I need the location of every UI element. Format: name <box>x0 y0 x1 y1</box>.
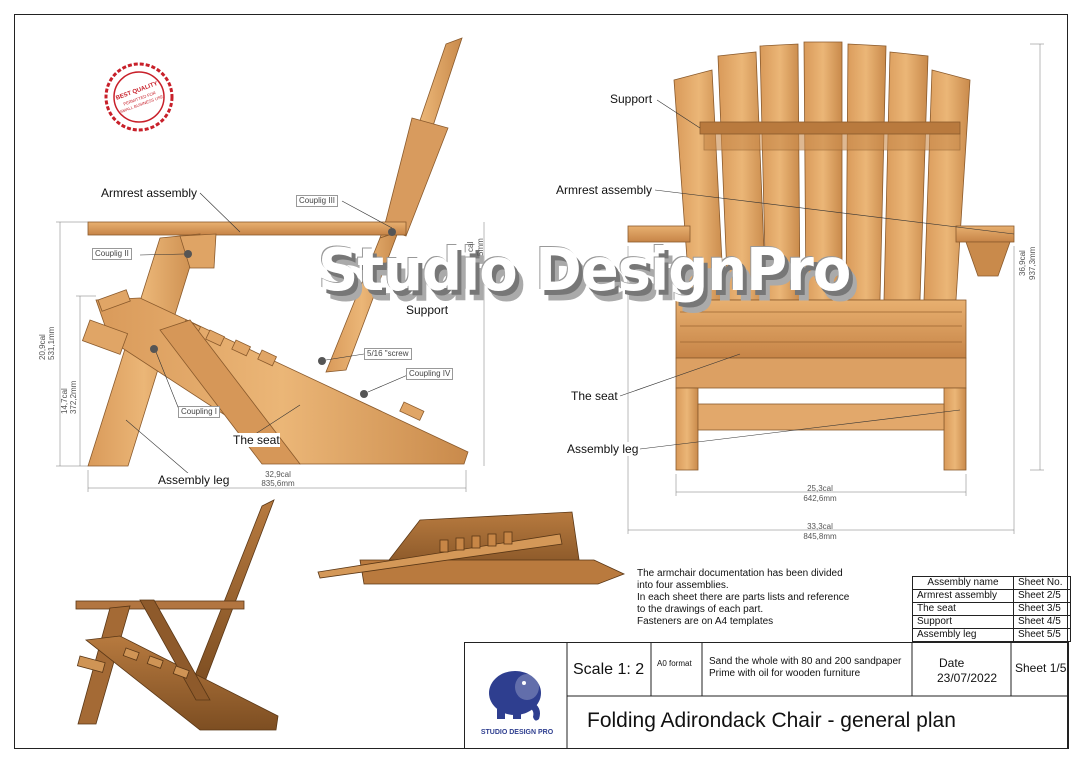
dim-front-inner-width: 25,3cal <box>807 484 833 493</box>
dim-front-inner-width-mm: 642,6mm <box>803 494 837 503</box>
label-armrest-assembly-front: Armrest assembly <box>556 183 653 197</box>
sheet-number: Sheet 1/5 <box>1015 661 1067 675</box>
watermark: Studio DesignPro <box>318 236 851 305</box>
header-sheet-no: Sheet No. <box>1013 576 1071 590</box>
label-support-front: Support <box>610 92 653 106</box>
instructions-text: Sand the whole with 80 and 200 sandpaper… <box>709 656 902 679</box>
label-coupling-iv: Coupling IV <box>406 368 454 380</box>
logo-text: STUDIO DESIGN PRO <box>480 729 554 736</box>
side-view-drawing <box>81 37 469 467</box>
dim-side-height-total: 20,9cal 531,1mm <box>38 326 56 360</box>
dim-front-outer-width: 33,3cal <box>807 522 833 531</box>
label-coupling-ii: Couplig II <box>92 248 132 260</box>
label-armrest-assembly-side: Armrest assembly <box>101 186 198 200</box>
scale-text: Scale 1: 2 <box>573 661 645 678</box>
label-support-side: Support <box>406 303 449 317</box>
label-the-seat-side: The seat <box>233 433 280 447</box>
table-header-row: Assembly name Sheet No. <box>912 576 1071 590</box>
table-row: Support Sheet 4/5 <box>912 615 1071 629</box>
dim-side-arm-height-mm: 5mm <box>476 238 485 256</box>
cell-assembly: The seat <box>912 602 1014 616</box>
cell-sheet: Sheet 4/5 <box>1013 615 1071 629</box>
date-label: Date <box>939 656 965 670</box>
header-assembly-name: Assembly name <box>912 576 1014 590</box>
dim-front-height: 36,9cal <box>1018 250 1027 276</box>
format-text: A0 format <box>657 659 692 668</box>
cell-sheet: Sheet 5/5 <box>1013 628 1071 642</box>
documentation-note: The armchair documentation has been divi… <box>637 568 850 627</box>
label-assembly-leg-side: Assembly leg <box>158 473 230 487</box>
cell-sheet: Sheet 2/5 <box>1013 589 1071 603</box>
cell-assembly: Armrest assembly <box>912 589 1014 603</box>
label-coupling-i: Coupling I <box>178 406 221 418</box>
dim-side-height-seat: 14,7cal 372,2mm <box>60 380 78 414</box>
dim-front-outer-width-mm: 845,8mm <box>803 532 837 541</box>
dim-side-arm-height: cal <box>466 241 475 252</box>
table-row: Assembly leg Sheet 5/5 <box>912 628 1071 642</box>
elephant-logo-icon <box>489 671 541 721</box>
table-row: The seat Sheet 3/5 <box>912 602 1071 616</box>
sheets-table: Assembly name Sheet No. Armrest assembly… <box>912 576 1071 642</box>
label-coupling-iii: Couplig III <box>296 195 339 207</box>
cell-assembly: Assembly leg <box>912 628 1014 642</box>
best-quality-stamp: BEST QUALITY PERMITTED FOR SMALL BUSINES… <box>104 62 174 132</box>
label-the-seat-front: The seat <box>571 389 618 403</box>
drawing-title: Folding Adirondack Chair - general plan <box>587 709 956 732</box>
dim-side-width-mm: 835,6mm <box>261 479 295 488</box>
title-block: STUDIO DESIGN PRO Scale 1: 2 A0 format S… <box>464 642 1069 749</box>
folded-views-drawing <box>75 499 626 731</box>
table-row: Armrest assembly Sheet 2/5 <box>912 589 1071 603</box>
date-value: 23/07/2022 <box>937 671 998 685</box>
cell-sheet: Sheet 3/5 <box>1013 602 1071 616</box>
front-view-drawing <box>627 41 1015 471</box>
label-assembly-leg-front: Assembly leg <box>567 442 639 456</box>
dim-side-width: 32,9cal <box>265 470 291 479</box>
label-screw: 5/16 "screw <box>364 348 412 360</box>
dim-front-height-mm: 937,3mm <box>1028 246 1037 280</box>
cell-assembly: Support <box>912 615 1014 629</box>
